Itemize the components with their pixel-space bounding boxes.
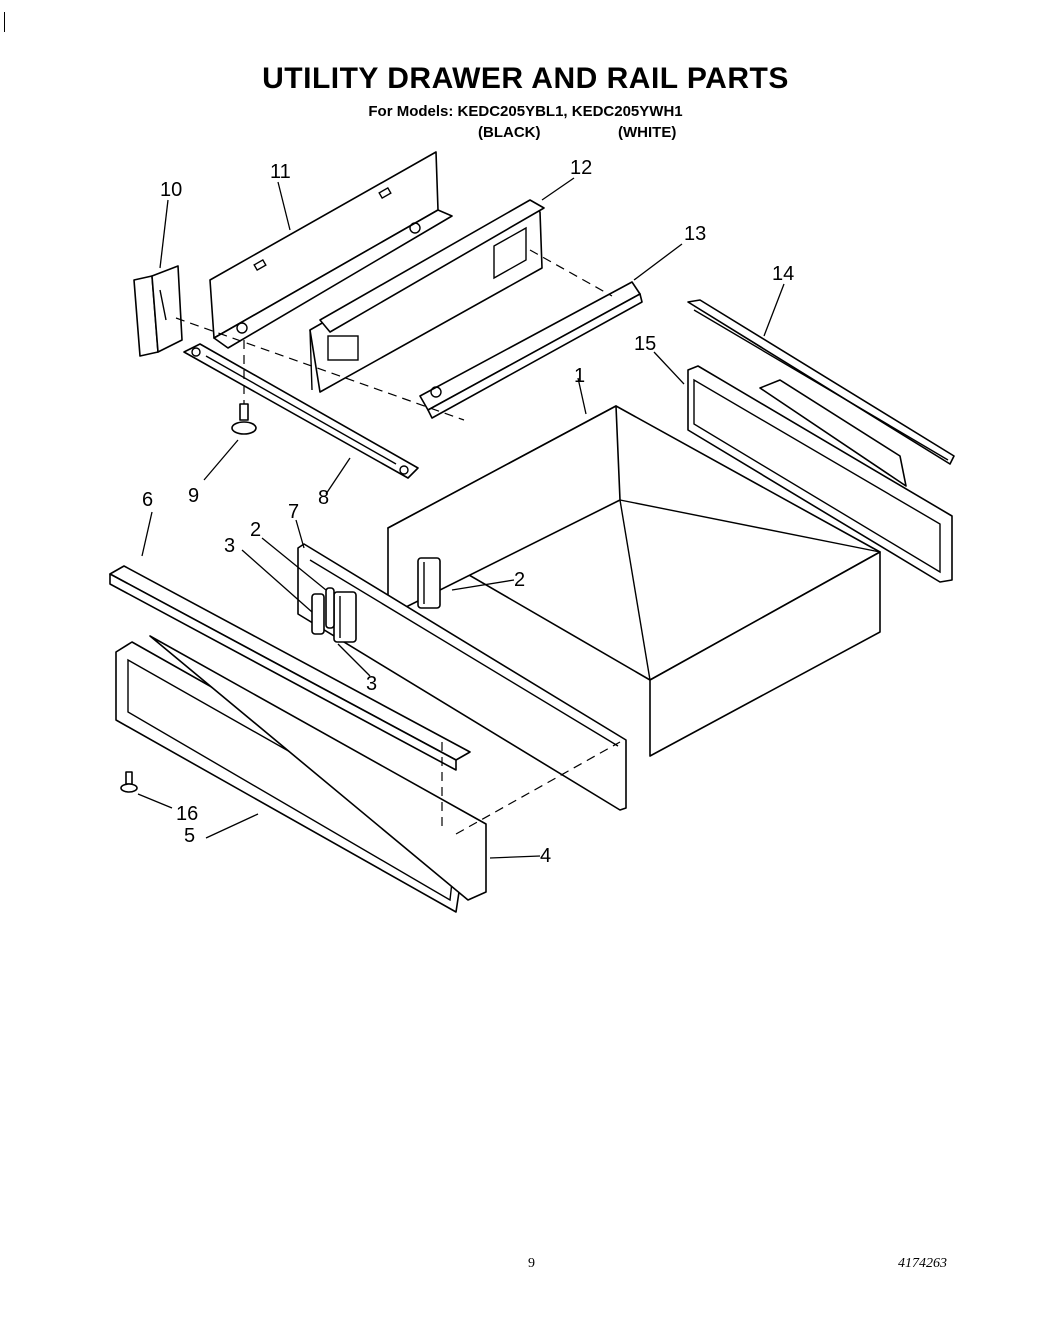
- callout-10: 10: [160, 179, 182, 201]
- part-15-back-frame: [687, 365, 953, 583]
- part-11-rear-panel: [209, 151, 453, 349]
- callout-1: 1: [574, 365, 585, 387]
- document-number: 4174263: [898, 1256, 947, 1271]
- assembly-lines: [175, 249, 621, 835]
- part-8-rail-strip: [183, 343, 419, 479]
- part-2-hinge-right: [417, 557, 441, 609]
- variant-white-label: (WHITE): [618, 124, 677, 141]
- callout-14: 14: [772, 263, 794, 285]
- variant-black-label: (BLACK): [478, 124, 541, 141]
- callout-2-left: 2: [250, 519, 261, 541]
- part-13-slide-rail: [419, 281, 643, 419]
- callout-6: 6: [142, 489, 153, 511]
- part-6-trim-channel: [109, 565, 471, 771]
- callout-16: 16: [176, 803, 198, 825]
- part-1-drawer-body: [387, 405, 881, 757]
- part-3-clip: [311, 587, 335, 635]
- callout-8: 8: [318, 487, 329, 509]
- callout-labels: 10 11 12 13 14 15 1 9 8 6 7 2 3 2 3 4 16…: [142, 157, 794, 867]
- part-4-front-panel: [149, 635, 487, 901]
- callout-5: 5: [184, 825, 195, 847]
- part-16-screw: [120, 771, 138, 793]
- callout-11: 11: [270, 161, 291, 183]
- callout-9: 9: [188, 485, 199, 507]
- callout-3-left: 3: [224, 535, 235, 557]
- leader-lines: [137, 177, 785, 859]
- part-12-rail-support: [309, 199, 545, 393]
- callout-15: 15: [634, 333, 656, 355]
- page-title: UTILITY DRAWER AND RAIL PARTS: [262, 62, 789, 95]
- callout-4: 4: [540, 845, 551, 867]
- models-line: For Models: KEDC205YBL1, KEDC205YWH1: [368, 103, 683, 120]
- callout-12: 12: [570, 157, 592, 179]
- part-14-trim-strip: [687, 299, 955, 465]
- callout-3-bottom: 3: [366, 673, 377, 695]
- callout-2-right: 2: [514, 569, 525, 591]
- part-10-bracket: [133, 265, 183, 357]
- part-7-drawer-side: [297, 543, 627, 811]
- page-number: 9: [528, 1256, 535, 1271]
- margin-mark: [4, 12, 5, 32]
- part-9-screw: [231, 403, 257, 435]
- part-2-hinge-left: [333, 591, 357, 643]
- callout-7: 7: [288, 501, 299, 523]
- callout-13: 13: [684, 223, 706, 245]
